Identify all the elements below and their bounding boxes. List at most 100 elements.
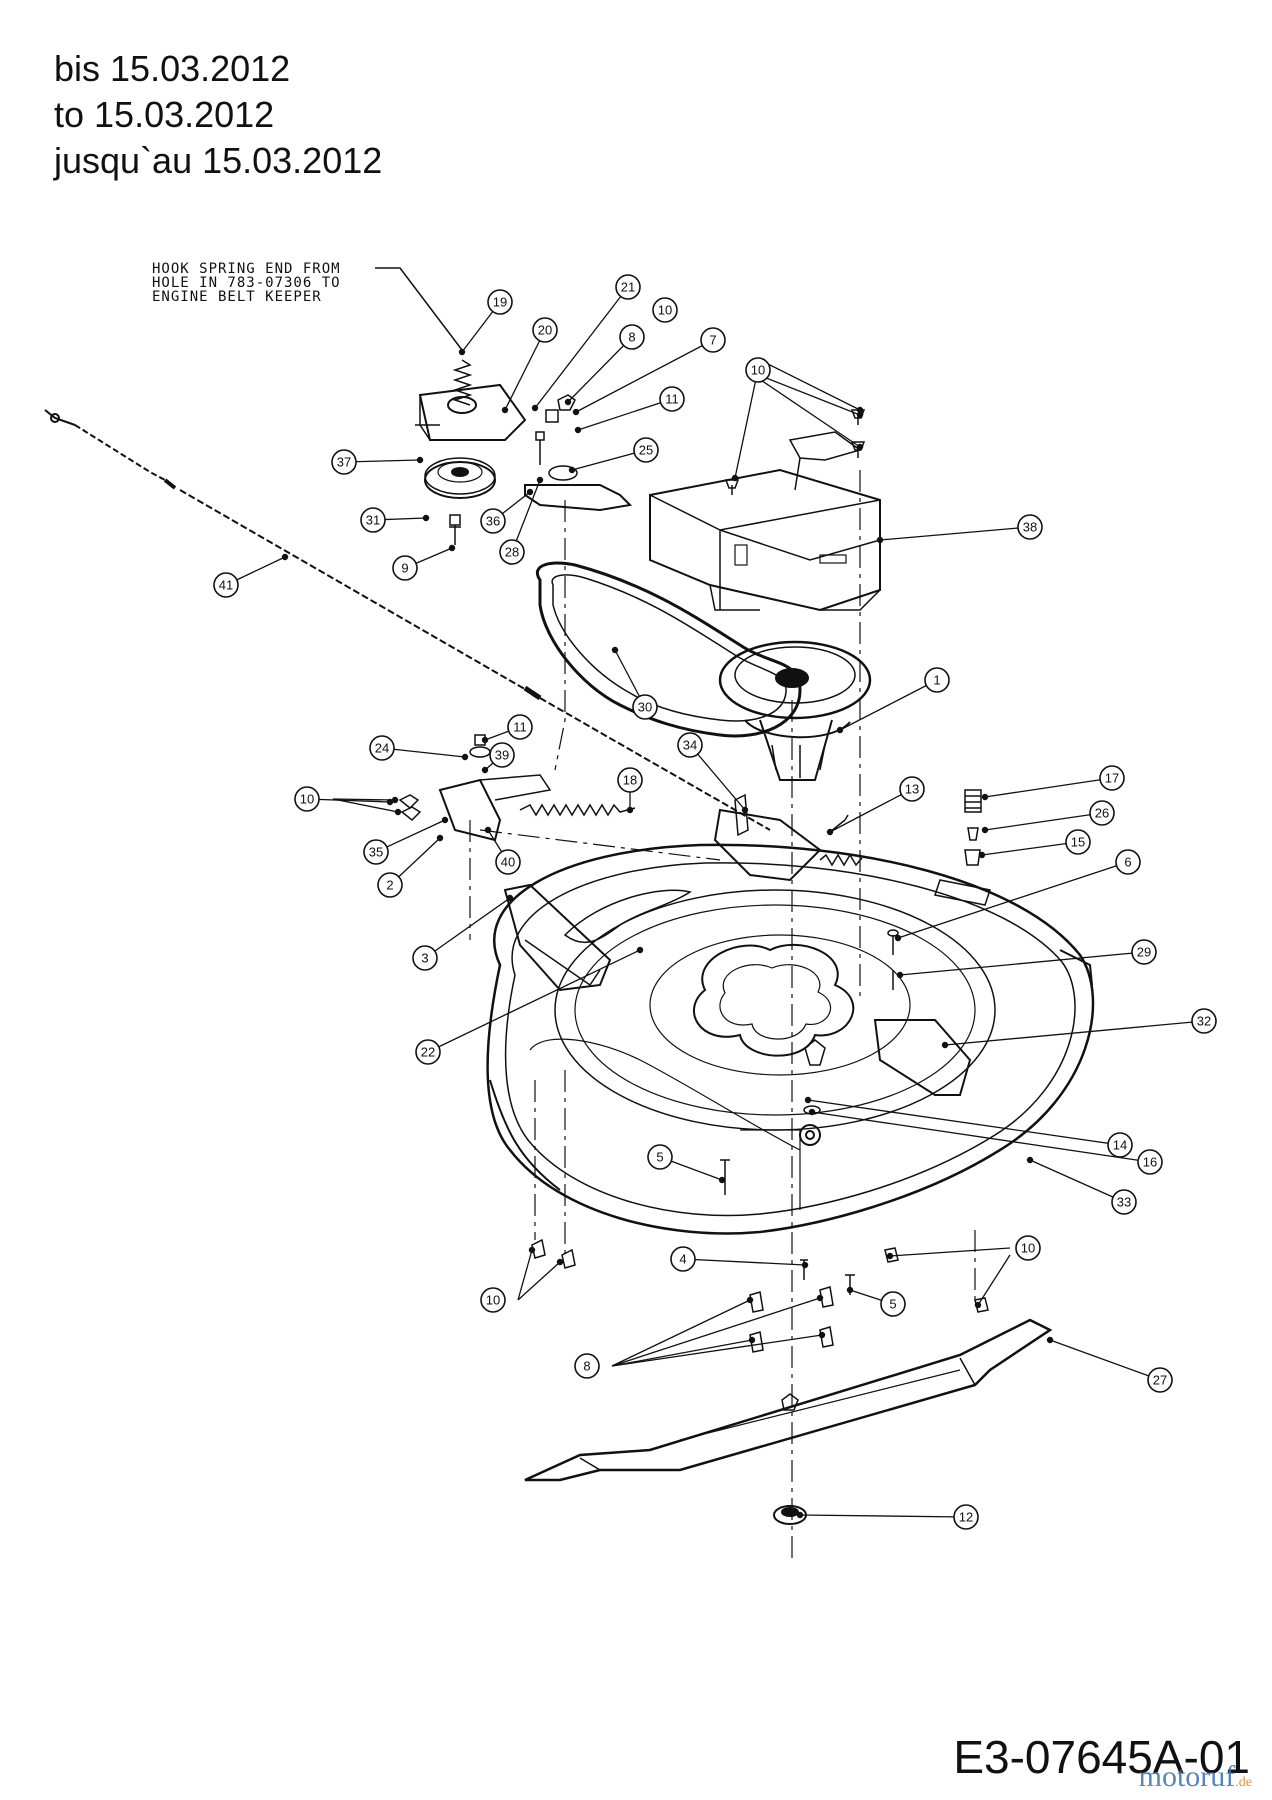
leader-line [427,949,641,1053]
leader-arrowhead [506,894,514,902]
callout-circle [1015,1235,1041,1261]
leader-arrowhead [556,1258,564,1266]
callout-c7: 7 [700,327,726,353]
leader-arrowhead [441,816,449,824]
callout-c10a: 10 [652,297,678,323]
leader-arrowhead [458,348,466,356]
callout-circle [499,539,525,565]
callout-number: 10 [1021,1241,1035,1256]
leader-line [839,679,938,731]
leader-line [517,1249,533,1301]
leader-arrowhead [808,1108,816,1116]
callout-c10d: 10 [480,1287,506,1313]
callout-c4: 4 [670,1246,696,1272]
callout-c39: 39 [489,742,515,768]
callout-number: 22 [421,1045,435,1060]
callout-circle [1089,800,1115,826]
callout-circle [1131,939,1157,965]
belt-cover [649,431,881,612]
callout-circle [677,732,703,758]
callout-c9: 9 [392,555,418,581]
callout-circle [953,1504,979,1530]
callout-number: 10 [486,1293,500,1308]
callout-c13: 13 [899,776,925,802]
leader-arrowhead [886,1252,894,1260]
leader-arrowhead [484,826,492,834]
center-lines [469,470,976,1560]
leader-arrowhead [568,466,576,474]
validity-line-fr: jusqu`au 15.03.2012 [54,140,383,181]
leader-arrowhead [536,476,544,484]
leader-arrowhead [501,406,509,414]
leader-arrowhead [481,766,489,774]
leader-arrowhead [448,544,456,552]
leader-arrowhead [531,404,539,412]
callout-circle [652,297,678,323]
leader-arrowhead [796,1511,804,1519]
callout-circle [480,1287,506,1313]
callout-c10b: 10 [745,357,771,383]
leader-arrowhead [894,934,902,942]
leader-line [534,286,629,409]
callout-number: 12 [959,1510,973,1525]
idler-arm [524,484,633,512]
callout-c1: 1 [924,667,950,693]
callout-c28: 28 [499,539,525,565]
callout-circle [331,449,357,475]
callout-number: 20 [538,323,552,338]
callout-c29: 29 [1131,939,1157,965]
bracket-3 [503,883,612,992]
leader-line [944,1020,1205,1046]
callout-c3: 3 [412,945,438,971]
callout-circle [532,317,558,343]
callout-number: 32 [1197,1014,1211,1029]
callout-circle [659,386,685,412]
leader-arrowhead [741,806,749,814]
leader-arrowhead [746,1296,754,1304]
callout-number: 27 [1153,1373,1167,1388]
callout-number: 6 [1124,855,1131,870]
callout-circle [415,1039,441,1065]
leader-arrowhead [974,1301,982,1309]
callout-number: 39 [495,748,509,763]
callout-circle [615,274,641,300]
leader-arrowhead [981,826,989,834]
leader-arrowhead [1026,1156,1034,1164]
callout-circle [507,714,533,740]
callout-c26: 26 [1089,800,1115,826]
callout-c21: 21 [615,274,641,300]
leader-arrowhead [941,1041,949,1049]
mower-deck [486,843,1095,1235]
leader-line [332,798,396,801]
leader-arrowhead [801,1261,809,1269]
leader-arrowhead [611,646,619,654]
callout-c5b: 5 [880,1291,906,1317]
callout-number: 19 [493,295,507,310]
leader-line [1029,1159,1125,1203]
callout-number: 24 [375,741,389,756]
leader-line [611,1339,753,1367]
callout-c34: 34 [677,732,703,758]
callout-circle [1099,765,1125,791]
idler-bracket [415,383,527,441]
leader-arrowhead [1046,1336,1054,1344]
callout-number: 13 [905,782,919,797]
note-line-2: HOLE IN 783-07306 TO [152,275,341,291]
leader-arrowhead [836,726,844,734]
callout-c19a: 19 [487,289,513,315]
leader-line [984,777,1113,798]
callout-number: 40 [501,855,515,870]
callout-number: 25 [639,443,653,458]
drive-belt [536,561,802,738]
leader-arrowhead [816,1294,824,1302]
callout-c41: 41 [213,572,239,598]
callout-number: 41 [219,578,233,593]
leader-arrowhead [856,406,864,414]
callout-circle [213,572,239,598]
leader-arrowhead [461,753,469,761]
leader-arrowhead [896,971,904,979]
leader-line [424,897,511,959]
leader-line [611,1297,821,1367]
callout-circle [377,872,403,898]
callout-c25: 25 [633,437,659,463]
